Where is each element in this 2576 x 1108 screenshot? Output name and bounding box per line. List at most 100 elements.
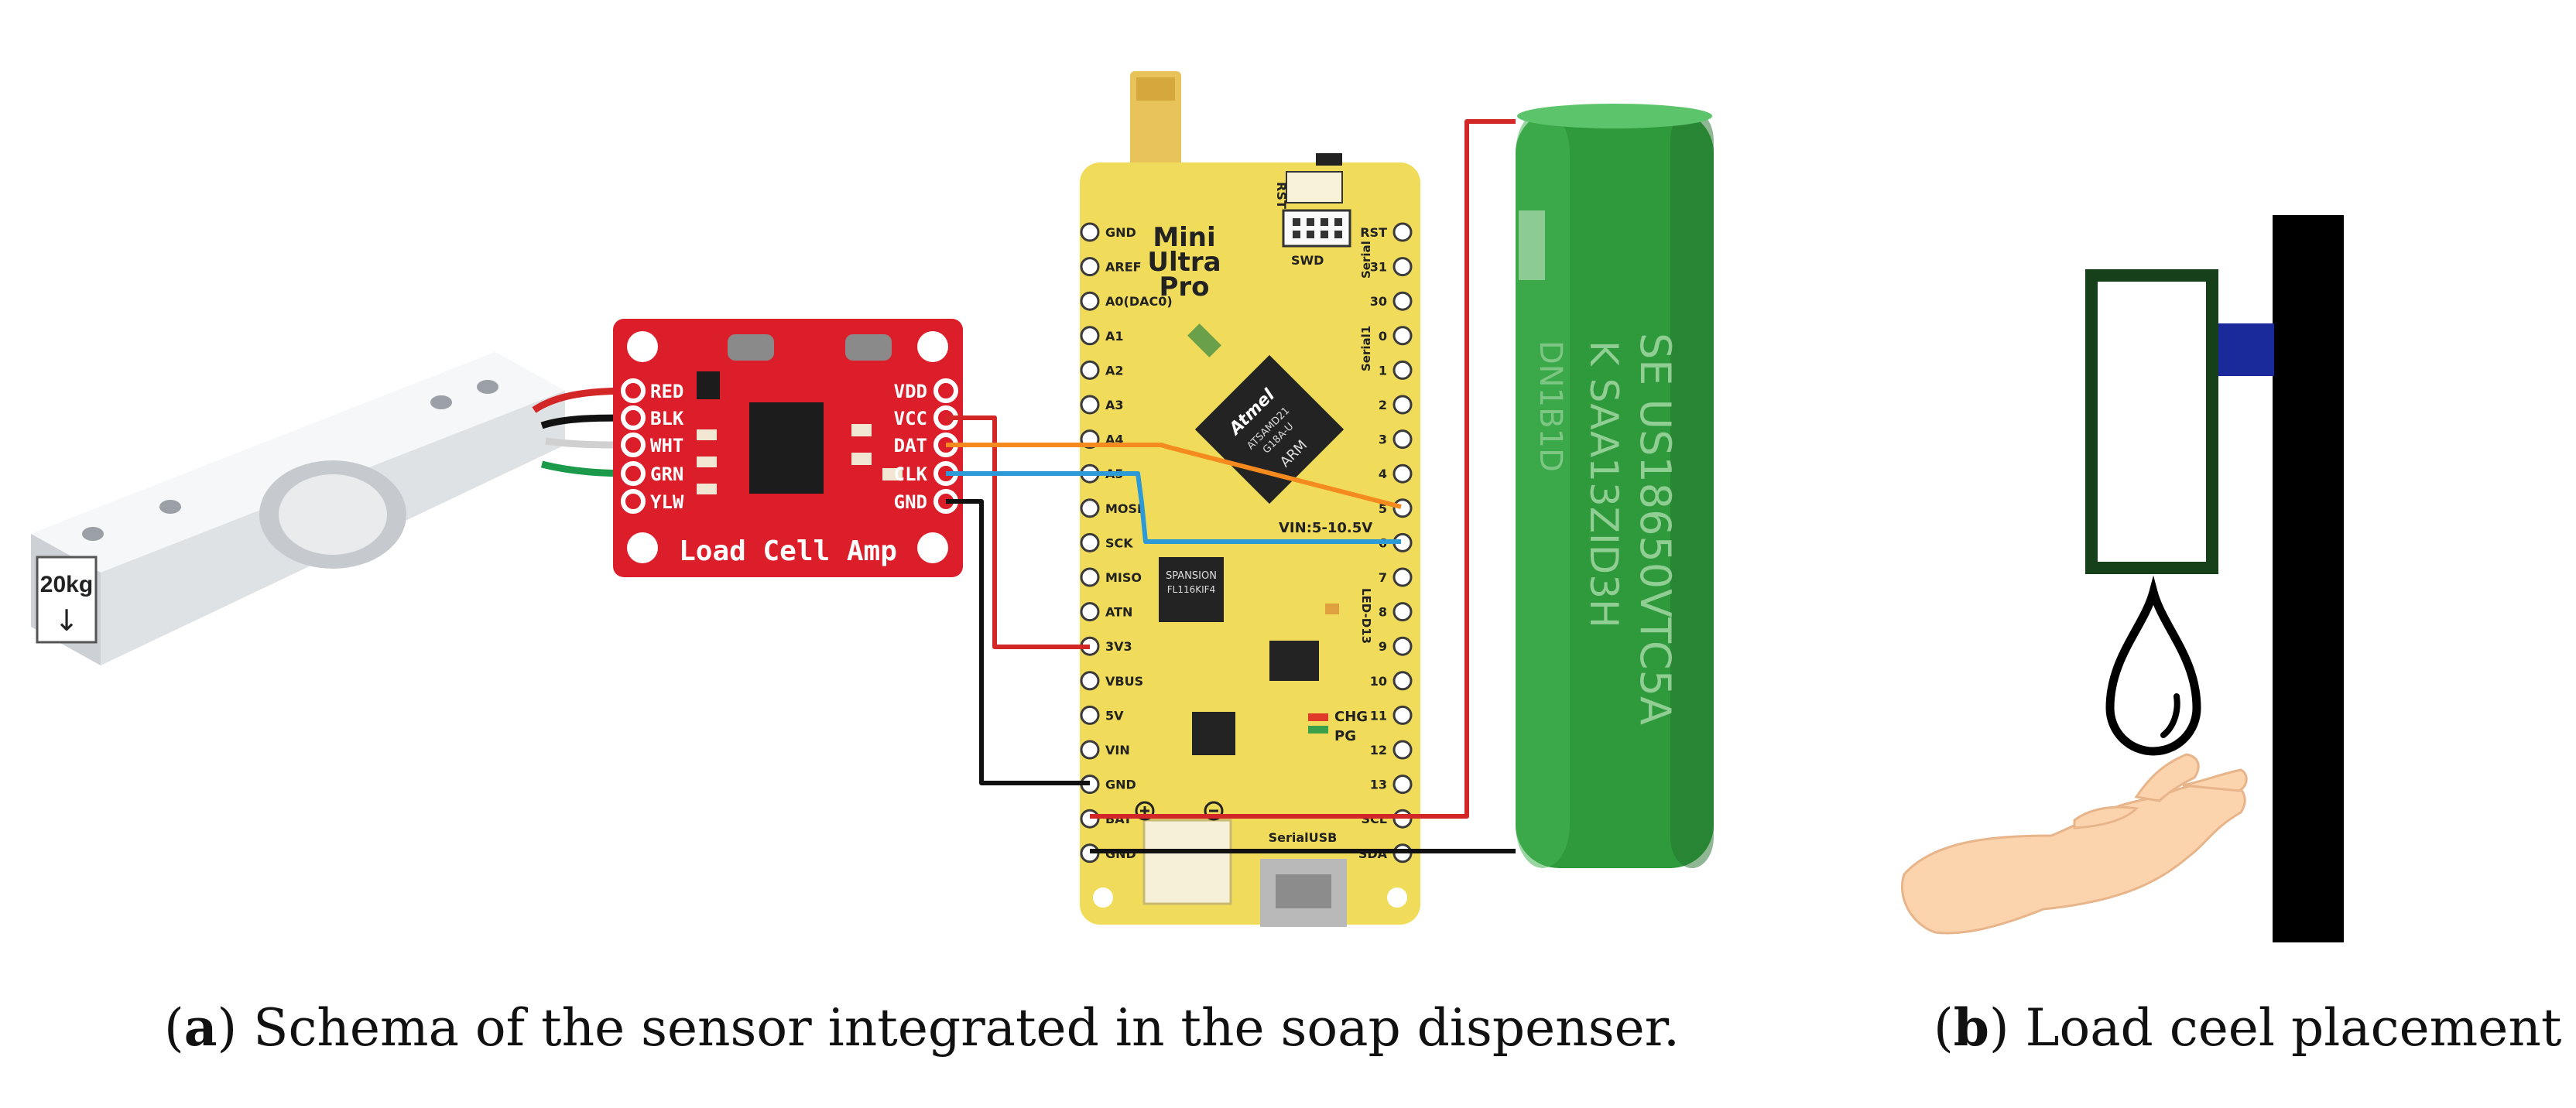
mcu-left-pin-pad — [1080, 360, 1100, 380]
mcu-right-pin-label: 3 — [1379, 433, 1387, 447]
mcu-left-pin-label: A0(DAC0) — [1105, 294, 1173, 309]
battery-text-2: K SAA13ZID3H — [1581, 340, 1626, 628]
mcu-left-pin-label: 5V — [1105, 708, 1124, 723]
mcu-left-pin-pad — [1080, 809, 1100, 829]
mcu-left-pin-label: ATN — [1105, 605, 1132, 620]
chg-label: CHG — [1334, 709, 1368, 725]
mcu-left-pin-pad — [1080, 222, 1100, 242]
mcu-right-pin-label: 31 — [1370, 260, 1387, 275]
mcu-left-pin-label: VIN — [1105, 743, 1130, 757]
mcu-right-pin-pad — [1392, 360, 1413, 380]
mcu-left-pin-pad — [1080, 326, 1100, 346]
vin-label: VIN:5-10.5V — [1279, 520, 1372, 536]
mcu-right-pin-label: 1 — [1379, 363, 1387, 378]
hand-icon — [1900, 753, 2248, 935]
mcu-left-pin-label: A3 — [1105, 398, 1124, 412]
load-cell-capacity-label: 20kg — [40, 572, 93, 597]
battery-text-1: SE US18650VTC5A — [1631, 333, 1680, 725]
mcu-left-pin-label: VBUS — [1105, 674, 1143, 689]
circuit-wires — [946, 119, 1516, 853]
mcu-right-pin-pad — [1392, 636, 1413, 656]
battery-18650: SE US18650VTC5A K SAA13ZID3H DN1B1D — [1516, 104, 1714, 868]
mcu-right-pin-pad — [1392, 429, 1413, 450]
mcu-left-pin-label: A1 — [1105, 329, 1124, 344]
mcu-right-pin-pad — [1392, 395, 1413, 415]
mcu-right-pin-label: 8 — [1379, 605, 1387, 620]
soap-container — [2085, 269, 2218, 574]
mcu-right-pin-label: 7 — [1379, 570, 1387, 585]
mcu-right-pin-label: 12 — [1370, 743, 1387, 757]
mcu-left-pin-column: GNDAREFA0(DAC0)A1A2A3A4A5MOSISCKMISOATN3… — [1080, 222, 1173, 863]
mcu-right-pin-pad — [1392, 740, 1413, 760]
wall — [2273, 215, 2344, 942]
board-name-line-3: Pro — [1159, 272, 1209, 303]
amp-pin-vdd: VDD — [894, 381, 927, 402]
caption-b-letter: b — [1953, 997, 1989, 1058]
mcu-left-pin-pad — [1080, 567, 1100, 587]
mcu-right-pin-pad — [1392, 705, 1413, 725]
mounting-bracket — [2212, 323, 2274, 376]
load-cell-arrow-icon: ↓ — [54, 604, 79, 638]
load-cell-amp-board: RED BLK WHT GRN YLW VDD VCC DAT CLK GND … — [613, 319, 963, 577]
amp-pin-vcc: VCC — [894, 408, 927, 429]
amp-pin-grn: GRN — [650, 463, 683, 485]
flash-label: SPANSION — [1166, 570, 1217, 582]
mcu-left-pin-label: AREF — [1105, 260, 1142, 275]
mcu-right-pin-label: 9 — [1379, 639, 1387, 654]
pg-label: PG — [1334, 728, 1356, 744]
load-cell: 20kg ↓ — [31, 352, 565, 665]
mcu-left-pin-label: SCK — [1105, 535, 1133, 550]
mcu-right-pin-pad — [1392, 222, 1413, 242]
amp-left-pads — [621, 378, 646, 514]
mcu-left-pin-label: MISO — [1105, 570, 1142, 585]
mcu-right-pin-label: 2 — [1379, 398, 1387, 412]
mcu-right-pin-pad — [1392, 809, 1413, 829]
caption-b-text: Load ceel placement — [2025, 998, 2562, 1058]
mcu-left-pin-label: A2 — [1105, 363, 1124, 378]
mcu-right-pin-pad — [1392, 326, 1413, 346]
mcu-right-pin-label: 4 — [1379, 467, 1387, 481]
serial-usb-label: SerialUSB — [1269, 830, 1338, 845]
mcu-left-pin-label: 3V3 — [1105, 639, 1132, 654]
amp-pin-ylw: YLW — [650, 491, 684, 513]
serial1-label: Serial1 — [1359, 326, 1373, 371]
mcu-left-pin-pad — [1080, 532, 1100, 552]
amp-pin-dat: DAT — [894, 435, 927, 457]
caption-a-text: Schema of the sensor integrated in the s… — [253, 998, 1680, 1058]
mcu-left-pin-pad — [1080, 671, 1100, 691]
mcu-right-pin-label: 13 — [1370, 778, 1387, 792]
amp-board-title: Load Cell Amp — [679, 535, 897, 567]
caption-b: (b) Load ceel placement — [1934, 997, 2562, 1058]
amp-pin-blk: BLK — [650, 408, 684, 429]
mcu-left-pin-label: GND — [1105, 225, 1136, 240]
mcu-right-pin-pad — [1392, 602, 1413, 622]
serial-label: Serial — [1359, 241, 1373, 279]
mcu-right-pin-label: SDA — [1358, 846, 1388, 861]
amp-pin-clk: CLK — [894, 463, 928, 485]
mcu-right-pin-pad — [1392, 567, 1413, 587]
mcu-right-pin-pad — [1392, 463, 1413, 484]
mcu-right-pin-label: 0 — [1379, 329, 1387, 344]
mcu-left-pin-label: GND — [1105, 846, 1136, 861]
caption-a-letter: a — [183, 997, 218, 1058]
mcu-left-pin-pad — [1080, 291, 1100, 311]
mcu-right-pin-label: 30 — [1370, 294, 1387, 309]
battery-text-3: DN1B1D — [1533, 340, 1568, 472]
mcu-left-pin-pad — [1080, 740, 1100, 760]
mcu-right-pin-pad — [1392, 498, 1413, 518]
mcu-right-pin-pad — [1392, 257, 1413, 277]
led-label: LED-D13 — [1359, 588, 1373, 644]
mini-ultra-pro-board: RST SWD Mini Ultra Pro Atmel ATSAMD21 G1… — [1080, 71, 1420, 927]
caption-a: (a) Schema of the sensor integrated in t… — [164, 997, 1680, 1058]
mcu-left-pin-pad — [1080, 498, 1100, 518]
mcu-right-pin-label: 10 — [1370, 674, 1387, 689]
flash-model: FL116KIF4 — [1167, 584, 1215, 595]
mcu-right-pin-label: 5 — [1379, 501, 1387, 516]
soap-drop-icon — [2105, 575, 2201, 756]
mcu-right-pin-pad — [1392, 671, 1413, 691]
swd-label: SWD — [1291, 253, 1324, 268]
mcu-left-pin-label: MOSI — [1105, 501, 1142, 516]
placement-diagram — [1900, 215, 2344, 942]
mcu-right-pin-pad — [1392, 775, 1413, 795]
